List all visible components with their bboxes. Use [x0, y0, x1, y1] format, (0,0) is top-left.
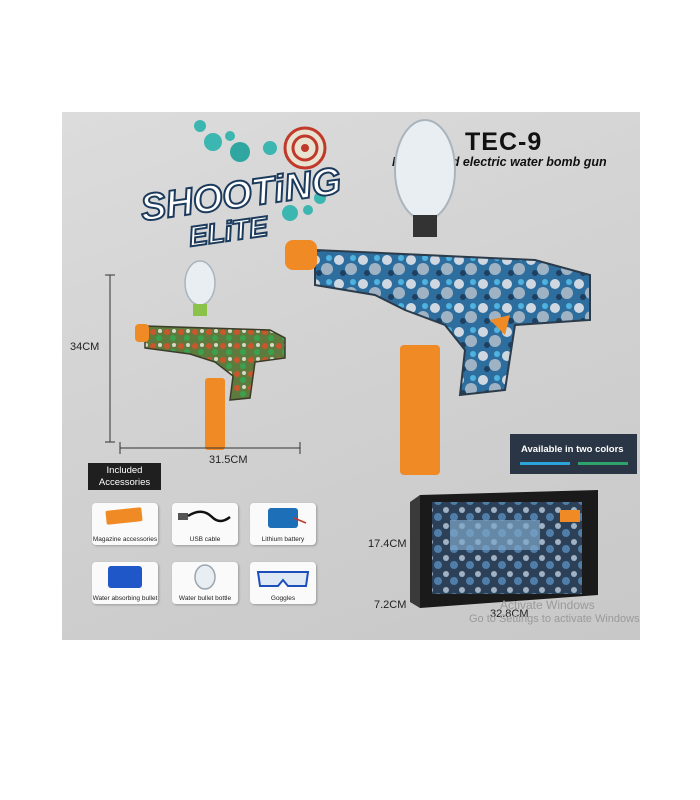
- color-swatch-blue: [520, 462, 570, 465]
- accessory-gel-beads: Water absorbing bullet: [92, 562, 158, 604]
- watermark-line2: Go to Settings to activate Windows: [469, 613, 640, 625]
- magazine-icon: [105, 507, 143, 525]
- usb-cable-icon: [178, 510, 231, 523]
- accessory-label: Water bullet bottle: [178, 595, 232, 602]
- product-title: TEC-9: [465, 128, 543, 156]
- watermark-line1: Activate Windows: [500, 598, 595, 612]
- bottle-icon: [194, 564, 216, 590]
- accessories-heading: Included Accessories: [88, 463, 161, 490]
- small-gun-image: [135, 260, 286, 450]
- shooting-elite-logo: SHOOTiNG ELiTE: [137, 120, 345, 248]
- gun-length-label: 31.5CM: [209, 454, 248, 466]
- package-box-image: [410, 490, 598, 608]
- gun-dimension-lines: [105, 274, 301, 454]
- gel-beads-icon: [108, 566, 142, 588]
- accessory-usb-cable: USB cable: [172, 503, 238, 545]
- accessory-label: Lithium battery: [261, 536, 305, 543]
- accessory-battery: Lithium battery: [250, 503, 316, 545]
- gun-height-label: 34CM: [70, 341, 100, 353]
- goggles-icon: [256, 571, 310, 587]
- box-height-label: 17.4CM: [368, 538, 407, 550]
- accessories-heading-line1: Included: [106, 465, 143, 476]
- accessory-goggles: Goggles: [250, 562, 316, 604]
- box-depth-label: 7.2CM: [374, 599, 407, 611]
- accessory-label: USB cable: [189, 536, 221, 543]
- accessory-magazine: Magazine accessories: [92, 503, 158, 545]
- accessories-heading-line2: Accessories: [98, 477, 151, 488]
- available-colors-box: Available in two colors: [510, 434, 637, 474]
- accessory-label: Water absorbing bullet: [92, 595, 158, 602]
- color-swatch-green: [578, 462, 628, 465]
- accessory-label: Goggles: [270, 595, 296, 602]
- accessory-label: Magazine accessories: [92, 536, 158, 543]
- available-colors-label: Available in two colors: [521, 444, 624, 455]
- large-gun-image: [285, 119, 591, 475]
- target-icon: [283, 126, 327, 170]
- battery-icon: [268, 508, 307, 528]
- accessory-bottle: Water bullet bottle: [172, 562, 238, 604]
- bubbles-icon: [194, 120, 326, 221]
- box-length-label: 32.8CM: [490, 608, 529, 620]
